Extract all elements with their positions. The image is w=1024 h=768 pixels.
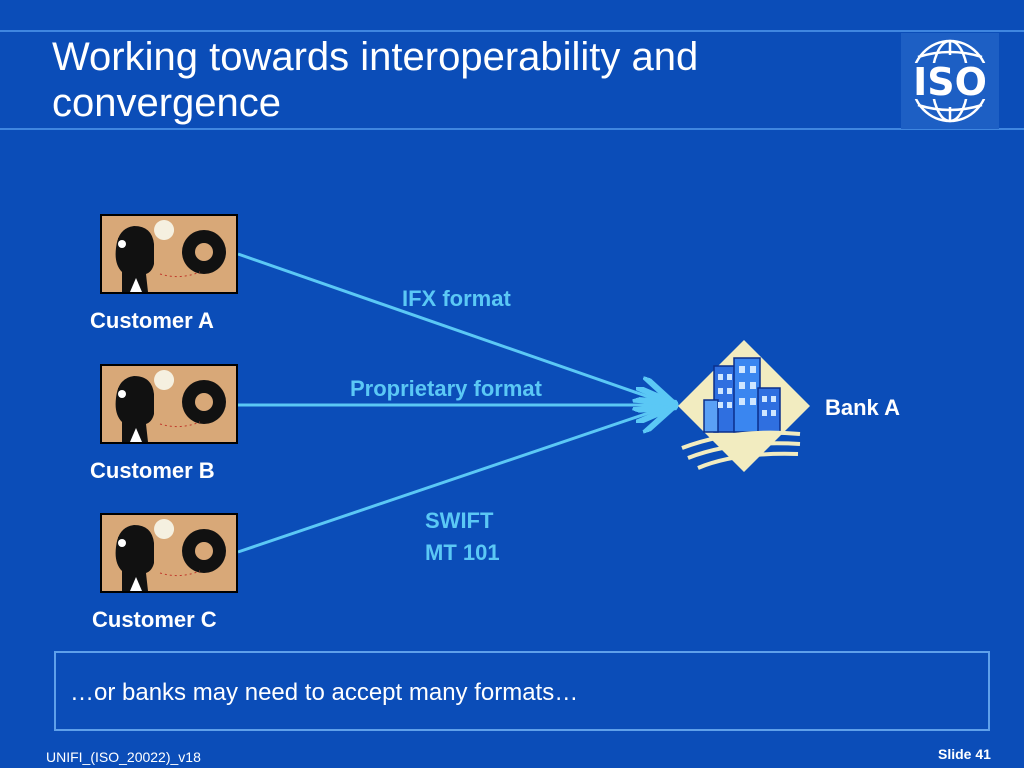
iso-logo-text: ISO bbox=[913, 60, 987, 104]
businessman-with-gears-icon bbox=[100, 214, 238, 294]
businessman-with-gears-icon bbox=[100, 513, 238, 593]
proprietary-format-label: Proprietary format bbox=[350, 376, 542, 401]
swift-format-label: SWIFT MT 101 bbox=[425, 505, 500, 569]
top-divider bbox=[0, 30, 1024, 32]
footer-document-id: UNIFI_(ISO_20022)_v18 bbox=[46, 749, 201, 765]
bank-a-image bbox=[674, 336, 814, 476]
customer-b-label: Customer B bbox=[90, 458, 215, 483]
slide-number: Slide 41 bbox=[938, 746, 991, 762]
slide-title: Working towards interoperability and con… bbox=[52, 35, 699, 125]
swift-format-line1: SWIFT bbox=[425, 508, 494, 533]
swift-format-line2: MT 101 bbox=[425, 540, 500, 565]
note-box: …or banks may need to accept many format… bbox=[54, 651, 990, 731]
bank-building-icon bbox=[678, 340, 810, 472]
title-divider bbox=[0, 128, 1024, 130]
customer-a-image bbox=[100, 214, 238, 294]
note-text: …or banks may need to accept many format… bbox=[70, 679, 579, 706]
ifx-format-label: IFX format bbox=[402, 286, 511, 311]
customer-c-image bbox=[100, 513, 238, 593]
customer-c-label: Customer C bbox=[92, 607, 217, 632]
arrow-customer-a bbox=[237, 252, 672, 405]
customer-a-label: Customer A bbox=[90, 308, 214, 333]
iso-logo: ISO bbox=[901, 33, 999, 129]
bank-a-label: Bank A bbox=[825, 395, 900, 420]
arrow-customer-c bbox=[237, 405, 672, 554]
customer-b-image bbox=[100, 364, 238, 444]
businessman-with-gears-icon bbox=[100, 364, 238, 444]
